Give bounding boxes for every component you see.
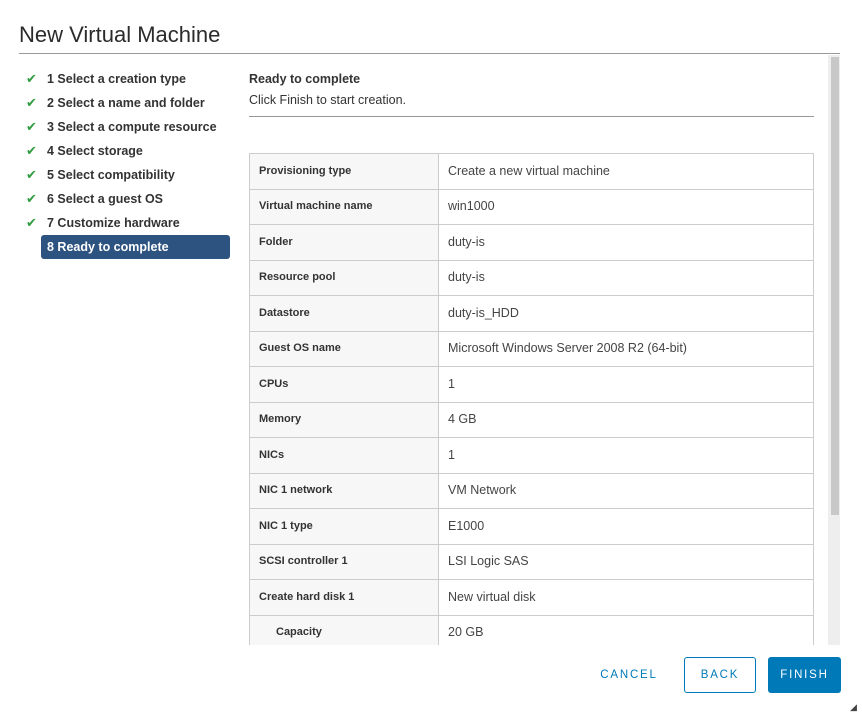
step-label: 3 Select a compute resource bbox=[47, 120, 217, 134]
row-label: Datastore bbox=[249, 295, 439, 332]
cancel-button[interactable]: CANCEL bbox=[600, 669, 658, 681]
step-4[interactable]: ✔ 4 Select storage bbox=[26, 139, 241, 163]
step-label: 7 Customize hardware bbox=[47, 216, 180, 230]
row-value: duty-is_HDD bbox=[438, 295, 814, 332]
row-value: LSI Logic SAS bbox=[438, 543, 814, 580]
row-label: NIC 1 type bbox=[249, 508, 439, 545]
row-value: Microsoft Windows Server 2008 R2 (64-bit… bbox=[438, 330, 814, 367]
row-label: NIC 1 network bbox=[249, 472, 439, 509]
step-label: 2 Select a name and folder bbox=[47, 96, 205, 110]
row-value: 1 bbox=[438, 366, 814, 403]
step-6[interactable]: ✔ 6 Select a guest OS bbox=[26, 187, 241, 211]
check-icon: ✔ bbox=[26, 71, 37, 86]
row-value: Create a new virtual machine bbox=[438, 153, 814, 190]
row-value: 4 GB bbox=[438, 401, 814, 438]
step-label: 5 Select compatibility bbox=[47, 168, 175, 182]
check-icon: ✔ bbox=[26, 119, 37, 134]
row-value: New virtual disk bbox=[438, 579, 814, 616]
step-2[interactable]: ✔ 2 Select a name and folder bbox=[26, 91, 241, 115]
section-heading: Ready to complete bbox=[249, 72, 361, 86]
row-label: CPUs bbox=[249, 366, 439, 403]
row-label: Guest OS name bbox=[249, 330, 439, 367]
row-label: Resource pool bbox=[249, 259, 439, 296]
row-label: Virtual machine name bbox=[249, 188, 439, 225]
step-label: 8 Ready to complete bbox=[47, 240, 169, 254]
row-value: duty-is bbox=[438, 259, 814, 296]
wizard-steps: ✔ 1 Select a creation type ✔ 2 Select a na… bbox=[26, 67, 241, 259]
row-value: 1 bbox=[438, 437, 814, 474]
row-value: E1000 bbox=[438, 508, 814, 545]
check-icon: ✔ bbox=[26, 215, 37, 230]
divider bbox=[249, 116, 814, 117]
step-label: 1 Select a creation type bbox=[47, 72, 186, 86]
row-value: win1000 bbox=[438, 188, 814, 225]
step-7[interactable]: ✔ 7 Customize hardware bbox=[26, 211, 241, 235]
row-label: Memory bbox=[249, 401, 439, 438]
row-value: VM Network bbox=[438, 472, 814, 509]
content-pane: Ready to complete Click Finish to start … bbox=[249, 55, 827, 645]
finish-button[interactable]: FINISH bbox=[768, 657, 841, 693]
step-5[interactable]: ✔ 5 Select compatibility bbox=[26, 163, 241, 187]
section-subheading: Click Finish to start creation. bbox=[249, 93, 406, 107]
check-icon: ✔ bbox=[26, 95, 37, 110]
step-1[interactable]: ✔ 1 Select a creation type bbox=[26, 67, 241, 91]
row-value: 20 GB bbox=[438, 614, 814, 645]
step-8-active[interactable]: 8 Ready to complete bbox=[41, 235, 230, 259]
check-icon: ✔ bbox=[26, 143, 37, 158]
row-label: Folder bbox=[249, 224, 439, 261]
check-icon: ✔ bbox=[26, 191, 37, 206]
step-3[interactable]: ✔ 3 Select a compute resource bbox=[26, 115, 241, 139]
row-label: Capacity bbox=[249, 614, 439, 645]
row-value: duty-is bbox=[438, 224, 814, 261]
row-label: SCSI controller 1 bbox=[249, 543, 439, 580]
step-label: 4 Select storage bbox=[47, 144, 143, 158]
step-label: 6 Select a guest OS bbox=[47, 192, 164, 206]
dialog-title: New Virtual Machine bbox=[19, 22, 221, 47]
divider bbox=[19, 53, 840, 54]
resize-handle-icon[interactable]: ◢ bbox=[850, 702, 857, 712]
row-label: Provisioning type bbox=[249, 153, 439, 190]
check-icon: ✔ bbox=[26, 167, 37, 182]
row-label: Create hard disk 1 bbox=[249, 579, 439, 616]
scrollbar-thumb[interactable] bbox=[831, 57, 839, 515]
row-label: NICs bbox=[249, 437, 439, 474]
back-button[interactable]: BACK bbox=[684, 657, 756, 693]
